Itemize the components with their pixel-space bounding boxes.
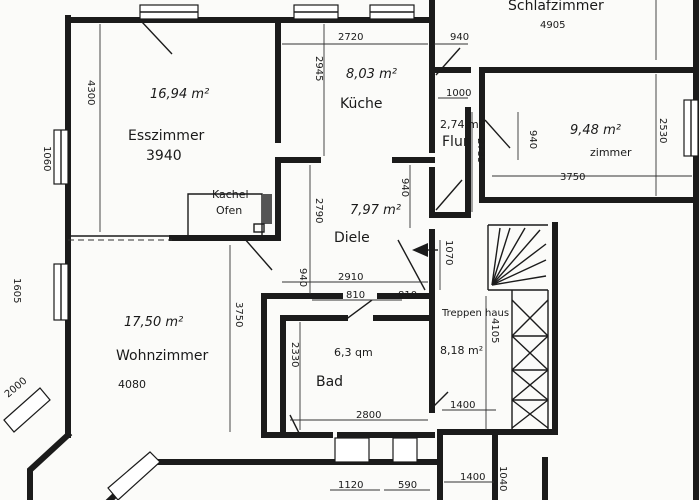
dim-wohnzimmer: 4080: [118, 378, 146, 391]
dim-bad-window: 1120: [338, 480, 363, 491]
dim-flur-width: 940: [450, 32, 469, 43]
area-kueche: 8,03 m²: [346, 67, 397, 82]
room-name-bad: Bad: [316, 374, 343, 390]
windows: [3, 4, 699, 500]
dim-esszimmer: 3940: [146, 148, 182, 164]
dim-kueche-width: 2720: [338, 32, 363, 43]
area-wohnzimmer: 17,50 m²: [124, 315, 183, 330]
dim-diele-width: 2910: [338, 272, 363, 283]
dim-bay: 2000: [3, 376, 30, 401]
area-treppenhaus: 8,18 m²: [440, 344, 483, 357]
entrance-arrow-icon: [412, 243, 428, 257]
dim-zimmer-height: 2530: [657, 118, 668, 143]
dim-kueche-height: 2945: [313, 56, 324, 81]
dim-bad-door-right: 810: [398, 290, 417, 301]
dim-flur-top: 1000: [446, 88, 471, 99]
room-name-zimmer: zimmer: [590, 146, 632, 159]
area-zimmer: 9,48 m²: [570, 123, 621, 138]
dim-esszimmer-height: 4300: [85, 80, 96, 105]
dimension-lines: [99, 0, 692, 491]
dim-bad-window2: 590: [398, 480, 417, 491]
dim-esszimmer-window: 1060: [41, 146, 52, 171]
room-name-wohnzimmer: Wohnzimmer: [116, 348, 208, 364]
room-name-flur: Flur: [442, 134, 469, 150]
room-name-treppenhaus: Treppen haus: [441, 308, 509, 319]
dim-wohn-height: 3750: [233, 302, 244, 327]
dim-zimmer-width: 3750: [560, 172, 585, 183]
room-name-schlafzimmer: Schlafzimmer: [508, 0, 604, 14]
room-name-esszimmer: Esszimmer: [128, 128, 205, 144]
room-name-kueche: Küche: [340, 96, 383, 112]
area-diele: 7,97 m²: [350, 203, 401, 218]
dim-corridor-depth: 1040: [497, 466, 508, 491]
dim-diele-left-seg: 940: [297, 268, 308, 287]
label-ofen: Ofen: [216, 204, 242, 217]
dim-treppen-depth: 4105: [489, 318, 500, 343]
dim-wohn-window: 1605: [11, 278, 22, 303]
interior-walls: [169, 17, 699, 500]
dim-bad-height: 2330: [289, 342, 300, 367]
area-esszimmer: 16,94 m²: [150, 87, 209, 102]
dim-bad-door-left: 810: [346, 290, 365, 301]
dim-stair-gap: 1070: [443, 240, 454, 265]
label-kachel: Kachel: [212, 188, 249, 201]
dim-zimmer-door: 940: [527, 130, 538, 149]
area-bad: 6,3 qm: [334, 346, 373, 359]
dim-flur-height: 2735: [475, 138, 486, 163]
dim-bad-width: 2800: [356, 410, 381, 421]
dim-diele-height: 2790: [313, 198, 324, 223]
area-flur: 2,74 m²: [440, 118, 483, 131]
dim-diele-right: 940: [399, 178, 410, 197]
dim-schlafzimmer: 4905: [540, 20, 565, 31]
tile-stove: [187, 193, 272, 237]
dim-treppen-width: 1400: [450, 400, 475, 411]
room-name-diele: Diele: [334, 230, 370, 246]
dim-corridor-width: 1400: [460, 472, 485, 483]
staircase: [487, 224, 549, 430]
